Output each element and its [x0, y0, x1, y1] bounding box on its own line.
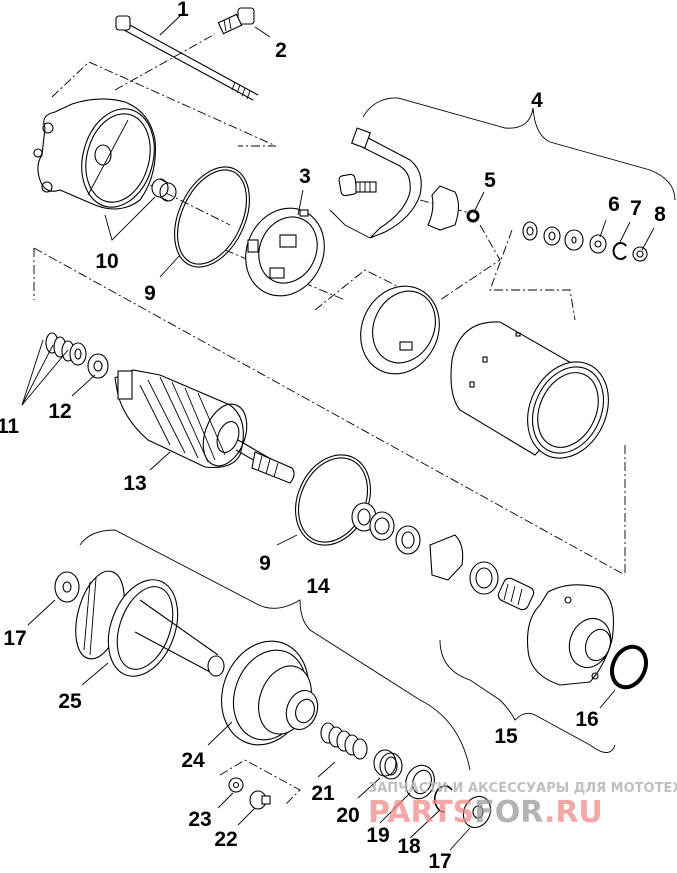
bracket-4 — [362, 97, 676, 201]
part-washer-17-left — [54, 571, 80, 603]
part-washer-17-right — [462, 795, 492, 829]
watermark-brand: PARTSFOR.RU — [368, 795, 603, 830]
part-seal-19 — [405, 764, 435, 800]
part-planet-gear-shaft — [75, 570, 225, 677]
callout-14: 14 — [306, 575, 330, 598]
part-small-o-ring — [466, 209, 480, 223]
part-washer-stack — [522, 221, 648, 262]
callout-12: 12 — [48, 400, 71, 423]
part-brush-terminal-set — [329, 127, 460, 239]
part-yoke-housing — [450, 321, 609, 459]
callout-22: 22 — [214, 828, 237, 851]
part-bushing — [151, 178, 177, 202]
callout-21: 21 — [311, 782, 335, 805]
callout-7: 7 — [630, 197, 642, 220]
part-washer-23 — [228, 777, 244, 793]
group-brackets — [79, 97, 676, 771]
callout-16: 16 — [575, 708, 598, 731]
callout-24: 24 — [181, 749, 205, 772]
callout-23: 23 — [188, 808, 211, 831]
callout-9-lower: 9 — [259, 552, 271, 575]
callout-3: 3 — [299, 165, 311, 188]
callout-9-upper: 9 — [144, 282, 156, 305]
part-clutch-assembly — [221, 640, 319, 746]
assembly-guide-lines — [33, 33, 626, 806]
part-rear-cover — [33, 98, 156, 210]
watermark-brand-ru: .RU — [544, 795, 603, 830]
part-front-bracket — [526, 584, 615, 686]
watermark: ЗАПЧАСТИ И АКСЕССУАРЫ ДЛЯ МОТОТЕХНИКИ PA… — [368, 781, 677, 830]
callout-2: 2 — [275, 39, 287, 62]
part-bolt — [217, 7, 255, 35]
bracket-15 — [439, 639, 616, 753]
part-o-ring-lower — [295, 454, 371, 546]
watermark-brand-for: FOR — [474, 795, 544, 830]
part-armature — [114, 369, 295, 484]
callout-5: 5 — [484, 169, 496, 192]
callout-10: 10 — [95, 250, 118, 273]
part-brush-holder — [245, 207, 325, 297]
callout-19: 19 — [366, 824, 389, 847]
part-sleeve-20 — [373, 749, 403, 780]
part-needle-bearing — [497, 577, 535, 611]
part-shims — [45, 332, 87, 366]
part-pin-22 — [249, 790, 271, 810]
part-washer-set-lower — [351, 502, 499, 595]
watermark-brand-parts: PARTS — [368, 795, 474, 830]
part-brush-ring — [360, 285, 440, 375]
callout-1: 1 — [177, 0, 189, 21]
callout-15: 15 — [494, 725, 518, 748]
part-washer-12 — [87, 353, 109, 379]
callout-20: 20 — [336, 804, 359, 827]
callout-18: 18 — [397, 835, 421, 858]
part-spring — [320, 722, 368, 760]
callout-13: 13 — [123, 472, 146, 495]
bracket-14 — [79, 529, 471, 771]
callout-6: 6 — [608, 193, 620, 216]
part-seal-ring — [609, 644, 649, 690]
leader-lines — [21, 15, 655, 851]
watermark-tagline: ЗАПЧАСТИ И АКСЕССУАРЫ ДЛЯ МОТОТЕХНИКИ — [368, 781, 677, 796]
part-through-bolt — [115, 15, 259, 101]
callout-8: 8 — [654, 203, 666, 226]
callout-25: 25 — [58, 690, 82, 713]
callout-17-right: 17 — [428, 850, 451, 873]
callout-17-left: 17 — [3, 627, 26, 650]
part-o-ring-upper — [174, 166, 250, 268]
callout-11: 11 — [0, 415, 19, 438]
callout-4: 4 — [531, 89, 543, 112]
